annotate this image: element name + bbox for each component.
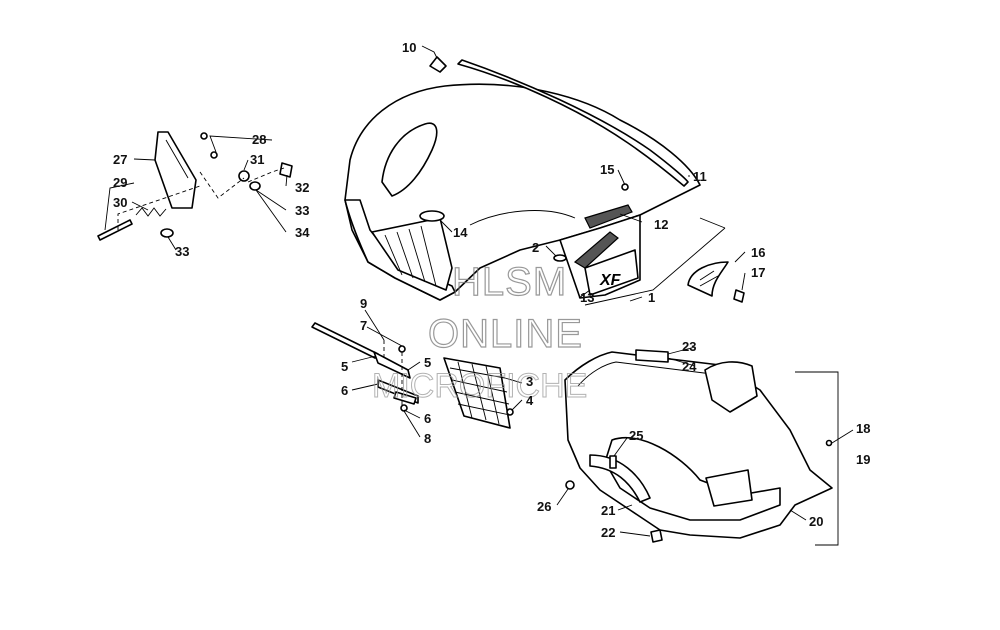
callout-16: 16: [751, 245, 765, 260]
callout-31: 31: [250, 152, 264, 167]
headlight-assembly: [97, 131, 293, 241]
callout-5-right: 5: [424, 355, 431, 370]
group-brackets: [584, 217, 839, 546]
hood-shell: XF: [344, 83, 701, 301]
side-intake: [687, 261, 745, 303]
leader-lines: [104, 45, 854, 537]
watermark-line-2: ONLINE: [428, 312, 583, 356]
callout-15: 15: [600, 162, 614, 177]
callout-8: 8: [424, 431, 431, 446]
callout-9: 9: [360, 296, 367, 311]
callout-25: 25: [629, 428, 643, 443]
callout-3: 3: [526, 374, 533, 389]
hood-clip: [429, 56, 447, 73]
decal-text: XF: [599, 272, 622, 289]
callout-33-upper: 33: [295, 203, 309, 218]
callout-1: 1: [648, 290, 655, 305]
callout-11: 11: [693, 169, 707, 184]
callout-18: 18: [856, 421, 870, 436]
callout-labels: 10 11 15 12 2 14 13 1 16 17 28 27 31 29 …: [113, 40, 870, 540]
watermark-line-1: HLSM: [452, 260, 567, 304]
lower-pan: [564, 349, 833, 543]
callout-20: 20: [809, 514, 823, 529]
hinge-hardware: [311, 322, 419, 412]
callout-13: 13: [580, 290, 594, 305]
callout-32: 32: [295, 180, 309, 195]
callout-10: 10: [402, 40, 416, 55]
callout-17: 17: [751, 265, 765, 280]
callout-6-left: 6: [341, 383, 348, 398]
callout-33-lower: 33: [175, 244, 189, 259]
callout-23: 23: [682, 339, 696, 354]
callout-21: 21: [601, 503, 615, 518]
vent-screen: [443, 357, 514, 429]
callout-28: 28: [252, 132, 266, 147]
watermark-line-3: MICROFICHE: [372, 367, 587, 405]
callout-12: 12: [654, 217, 668, 232]
watermark: HLSM ONLINE MICROFICHE: [372, 259, 588, 405]
callout-27: 27: [113, 152, 127, 167]
callout-22: 22: [601, 525, 615, 540]
callout-19: 19: [856, 452, 870, 467]
callout-29: 29: [113, 175, 127, 190]
callout-24: 24: [682, 359, 697, 374]
callout-4: 4: [526, 393, 534, 408]
callout-2: 2: [532, 240, 539, 255]
callout-6-right: 6: [424, 411, 431, 426]
callout-14: 14: [453, 225, 468, 240]
windshield-trim: [457, 59, 689, 187]
callout-26: 26: [537, 499, 551, 514]
callout-5-left: 5: [341, 359, 348, 374]
callout-7: 7: [360, 318, 367, 333]
callout-34: 34: [295, 225, 310, 240]
callout-30: 30: [113, 195, 127, 210]
